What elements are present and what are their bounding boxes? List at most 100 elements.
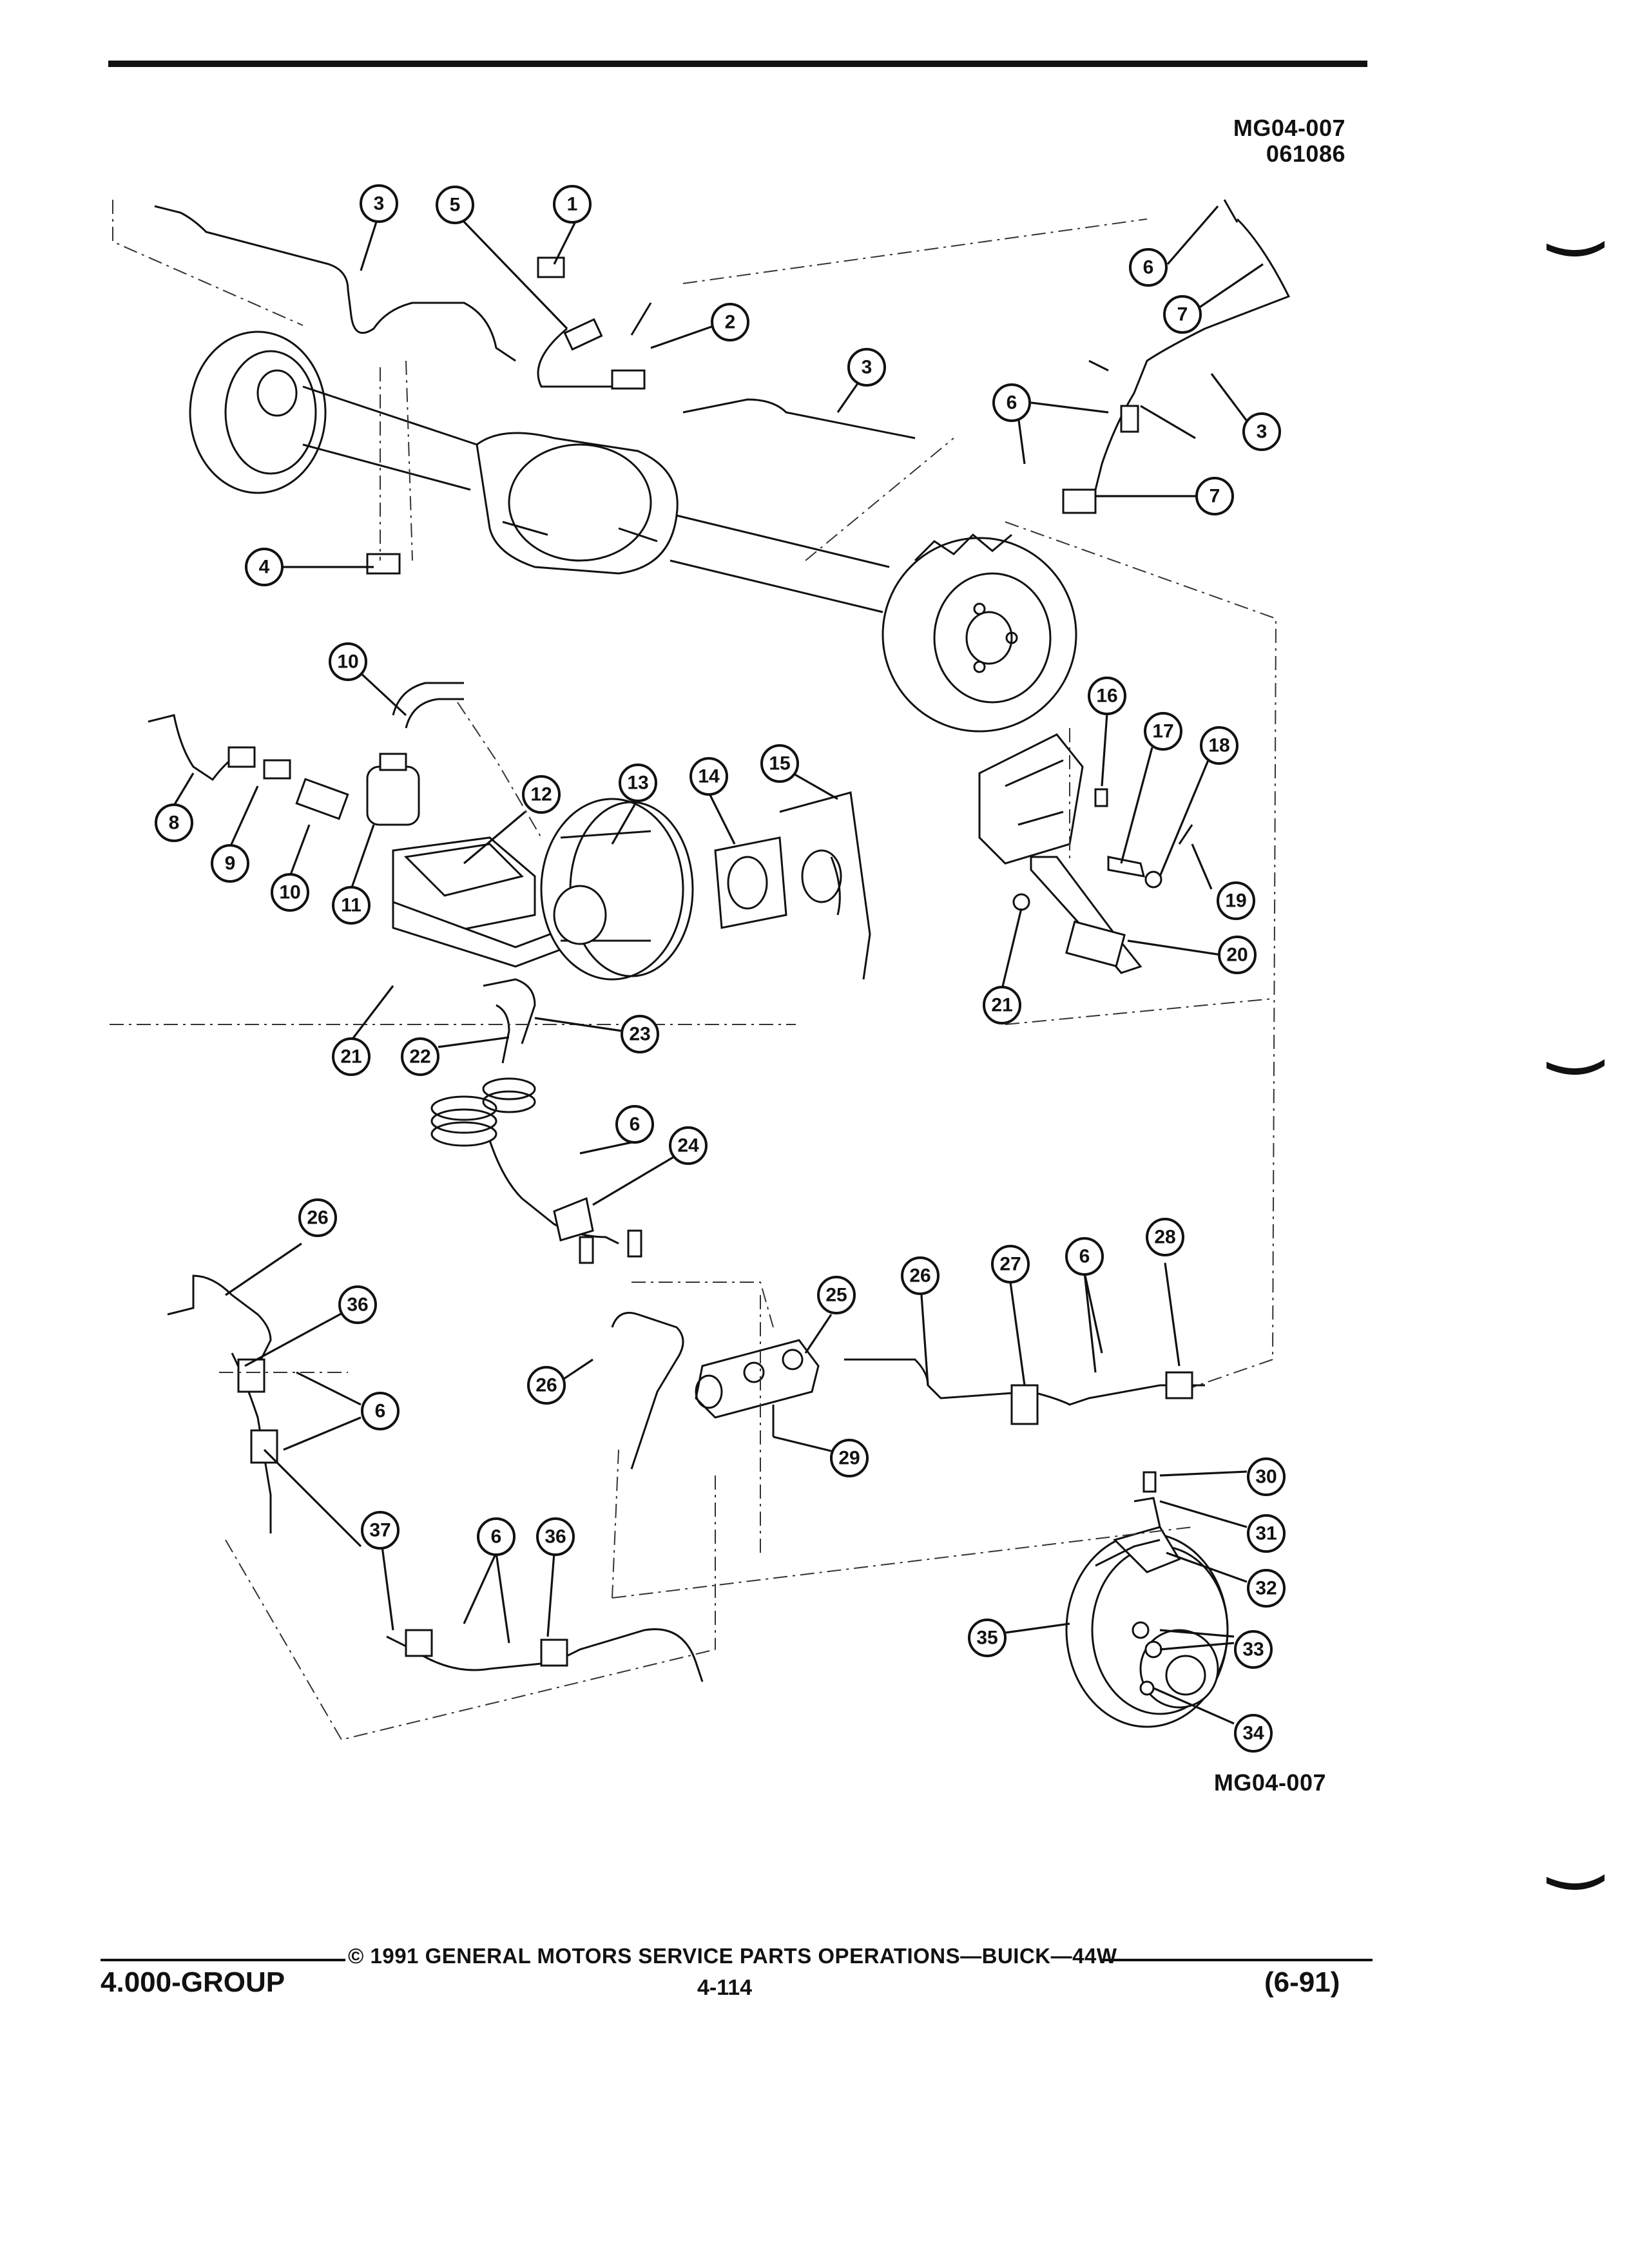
footer-rule-left <box>101 1959 345 1961</box>
figure-code-bottom: MG04-007 <box>1213 1769 1326 1796</box>
callout-33: 33 <box>1234 1630 1273 1669</box>
svg-text:30: 30 <box>1255 1466 1277 1488</box>
svg-text:6: 6 <box>630 1114 641 1135</box>
hose-outline <box>457 702 542 838</box>
svg-text:24: 24 <box>677 1135 699 1157</box>
callout-30: 30 <box>1247 1457 1286 1496</box>
svg-text:19: 19 <box>1225 890 1246 912</box>
svg-text:27: 27 <box>999 1254 1021 1275</box>
front-brake-lines <box>167 1274 1229 1728</box>
callout-31: 31 <box>1247 1514 1286 1553</box>
callout-4: 4 <box>245 548 284 586</box>
callout-21: 21 <box>332 1037 371 1076</box>
svg-text:29: 29 <box>838 1448 860 1469</box>
svg-text:35: 35 <box>976 1628 998 1649</box>
callout-leaders <box>173 205 1264 1725</box>
callout-32: 32 <box>1247 1569 1286 1608</box>
footer-page-number: 4-114 <box>697 1975 753 2000</box>
svg-text:13: 13 <box>627 773 648 794</box>
binding-tab-mark <box>1547 1059 1605 1075</box>
callout-10: 10 <box>271 873 309 912</box>
svg-text:14: 14 <box>698 766 720 787</box>
callout-29: 29 <box>830 1439 869 1477</box>
callout-37: 37 <box>361 1511 400 1550</box>
callout-15: 15 <box>760 744 799 783</box>
binding-tab-mark <box>1547 241 1605 257</box>
callout-14: 14 <box>689 757 728 796</box>
svg-text:3: 3 <box>862 357 872 378</box>
svg-text:28: 28 <box>1154 1227 1175 1248</box>
footer-rule-right <box>1102 1959 1373 1961</box>
svg-text:10: 10 <box>279 882 300 903</box>
svg-text:6: 6 <box>1143 257 1154 278</box>
top-rule <box>108 61 1367 67</box>
callout-19: 19 <box>1217 881 1255 920</box>
front-outline-left <box>225 1539 716 1741</box>
figure-number: 061086 <box>1266 140 1345 167</box>
front-outline-valve <box>631 1282 774 1553</box>
callout-6: 6 <box>615 1105 654 1144</box>
svg-text:22: 22 <box>409 1046 430 1068</box>
rear-axle-assembly <box>154 199 1291 733</box>
callout-18: 18 <box>1200 726 1239 765</box>
booster-master-cylinder-assembly <box>148 682 1193 1264</box>
callout-13: 13 <box>619 764 657 802</box>
callout-36: 36 <box>338 1285 377 1324</box>
svg-text:36: 36 <box>347 1294 368 1316</box>
svg-text:23: 23 <box>629 1024 650 1045</box>
svg-text:34: 34 <box>1242 1723 1264 1744</box>
callout-20: 20 <box>1218 936 1257 974</box>
callout-12: 12 <box>522 775 561 814</box>
svg-text:3: 3 <box>1257 421 1268 443</box>
callout-3: 3 <box>847 348 886 387</box>
callout-3: 3 <box>1242 412 1281 451</box>
svg-text:6: 6 <box>1079 1246 1090 1267</box>
svg-text:3: 3 <box>374 193 385 215</box>
svg-text:6: 6 <box>491 1526 502 1548</box>
footer-revision: (6-91) <box>1264 1966 1340 1998</box>
svg-text:20: 20 <box>1226 945 1248 966</box>
rear-outline-left <box>112 200 304 326</box>
callout-26: 26 <box>901 1256 940 1295</box>
callout-27: 27 <box>991 1245 1030 1283</box>
callout-5: 5 <box>436 186 474 224</box>
svg-text:36: 36 <box>545 1526 566 1548</box>
svg-text:21: 21 <box>340 1046 361 1068</box>
svg-text:21: 21 <box>991 995 1012 1016</box>
callout-1: 1 <box>553 185 592 224</box>
svg-text:17: 17 <box>1152 721 1173 742</box>
callout-9: 9 <box>211 844 249 883</box>
callout-6: 6 <box>992 383 1031 422</box>
svg-text:31: 31 <box>1255 1523 1277 1544</box>
callout-8: 8 <box>155 803 193 842</box>
callout-7: 7 <box>1195 477 1234 515</box>
callout-28: 28 <box>1146 1218 1184 1256</box>
svg-text:5: 5 <box>450 195 461 216</box>
svg-text:2: 2 <box>725 312 736 333</box>
callout-6: 6 <box>1065 1237 1104 1276</box>
callout-21: 21 <box>983 986 1021 1024</box>
callout-11: 11 <box>332 886 371 925</box>
callout-3: 3 <box>360 184 398 223</box>
figure-code: MG04-007 <box>1233 115 1345 141</box>
footer-group: 4.000-GROUP <box>101 1966 285 1998</box>
callout-2: 2 <box>711 303 749 341</box>
svg-text:26: 26 <box>535 1375 557 1396</box>
svg-text:37: 37 <box>369 1520 390 1541</box>
callout-24: 24 <box>669 1126 708 1165</box>
callout-6: 6 <box>477 1517 516 1556</box>
callout-16: 16 <box>1088 677 1126 715</box>
svg-text:8: 8 <box>169 812 180 834</box>
callout-7: 7 <box>1163 295 1202 334</box>
callout-23: 23 <box>621 1015 659 1053</box>
callouts: 1 2 3 3 3 4 5 6 6 6 6 6 6 7 7 8 9 10 10 … <box>155 184 1286 1753</box>
callout-17: 17 <box>1144 712 1182 751</box>
svg-text:32: 32 <box>1255 1578 1277 1599</box>
svg-text:11: 11 <box>341 895 361 916</box>
callout-35: 35 <box>968 1619 1007 1657</box>
callout-6: 6 <box>1129 248 1168 287</box>
rear-outline-mid <box>805 437 954 561</box>
svg-text:33: 33 <box>1242 1639 1264 1660</box>
svg-text:26: 26 <box>307 1207 328 1229</box>
